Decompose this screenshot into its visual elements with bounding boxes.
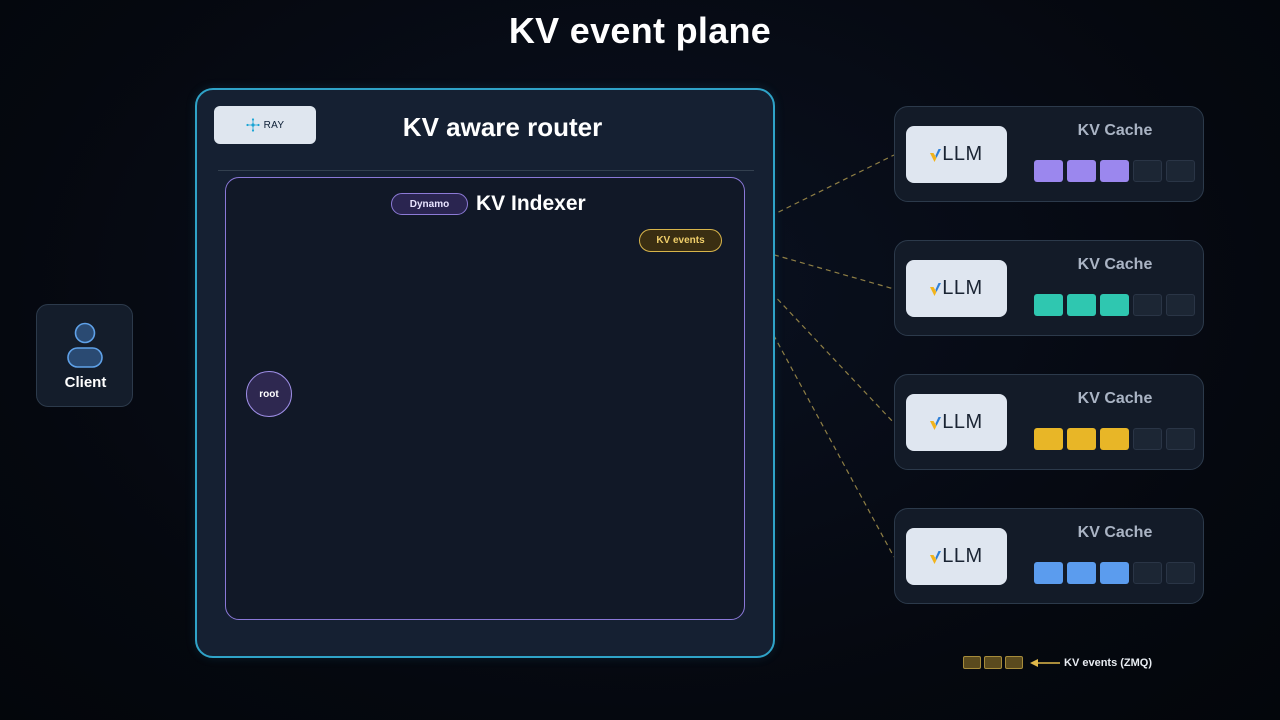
indexer-title: KV Indexer [476, 192, 586, 215]
vllm-v-icon [930, 417, 942, 430]
vllm-v-icon [930, 283, 942, 296]
vllm-worker: LLM KV Cache [894, 508, 1204, 604]
vllm-logo-card: LLM [906, 260, 1007, 317]
kv-cache-block-filled [1100, 294, 1129, 316]
kv-cache-block-filled [1100, 428, 1129, 450]
vllm-engine-label: LLM [942, 411, 983, 433]
kv-cache-block-filled [1100, 160, 1129, 182]
kv-cache-block-empty [1166, 294, 1195, 316]
router-divider [218, 170, 754, 171]
legend-block [984, 656, 1002, 669]
kv-cache-block-filled [1067, 562, 1096, 584]
kv-cache-blocks [1034, 428, 1195, 450]
ray-badge: RAY [214, 106, 316, 144]
vllm-v-icon [930, 551, 942, 564]
kv-cache-block-filled [1067, 294, 1096, 316]
vllm-engine-label: LLM [942, 143, 983, 165]
kv-cache-blocks [1034, 562, 1195, 584]
vllm-engine-label: LLM [942, 545, 983, 567]
user-icon [67, 322, 103, 368]
kv-cache-block-empty [1166, 428, 1195, 450]
vllm-logo-card: LLM [906, 126, 1007, 183]
router-title: KV aware router [402, 112, 603, 142]
kv-cache-block-filled [1034, 428, 1063, 450]
vllm-logo: LLM [930, 545, 982, 568]
kv-cache-block-filled [1034, 160, 1063, 182]
vllm-v-icon [930, 149, 942, 162]
kv-cache-block-filled [1034, 562, 1063, 584]
vllm-logo: LLM [930, 143, 982, 166]
vllm-worker: LLM KV Cache [894, 106, 1204, 202]
kv-cache-blocks [1034, 294, 1195, 316]
kv-cache-block-empty [1133, 562, 1162, 584]
kv-cache-block-filled [1067, 428, 1096, 450]
page-title: KV event plane [508, 10, 772, 51]
kv-cache-block-empty [1133, 160, 1162, 182]
legend-block [963, 656, 981, 669]
kv-cache-block-empty [1166, 562, 1195, 584]
legend-label: KV events (ZMQ) [1064, 656, 1153, 669]
kv-events-badge: KV events [639, 229, 722, 252]
client-box: Client [36, 304, 133, 407]
kv-cache-block-filled [1100, 562, 1129, 584]
kv-cache-label: KV Cache [1077, 390, 1153, 407]
vllm-worker: LLM KV Cache [894, 240, 1204, 336]
legend-block [1005, 656, 1023, 669]
root-node: root [246, 371, 292, 417]
kv-cache-label: KV Cache [1077, 256, 1153, 273]
kv-cache-block-filled [1034, 294, 1063, 316]
kv-cache-block-filled [1067, 160, 1096, 182]
ray-label: RAY [263, 119, 285, 131]
kv-cache-block-empty [1133, 294, 1162, 316]
vllm-worker: LLM KV Cache [894, 374, 1204, 470]
vllm-logo: LLM [930, 411, 982, 434]
vllm-logo-card: LLM [906, 394, 1007, 451]
ray-logo-icon [246, 118, 260, 132]
arrow-left-icon [1030, 658, 1060, 667]
legend: KV events (ZMQ) [963, 656, 1152, 669]
kv-cache-block-empty [1133, 428, 1162, 450]
kv-cache-block-empty [1166, 160, 1195, 182]
kv-cache-blocks [1034, 160, 1195, 182]
client-label: Client [64, 374, 107, 391]
vllm-engine-label: LLM [942, 277, 983, 299]
vllm-logo-card: LLM [906, 528, 1007, 585]
vllm-logo: LLM [930, 277, 982, 300]
kv-cache-label: KV Cache [1077, 524, 1153, 541]
kv-cache-label: KV Cache [1077, 122, 1153, 139]
dynamo-badge: Dynamo [391, 193, 468, 215]
